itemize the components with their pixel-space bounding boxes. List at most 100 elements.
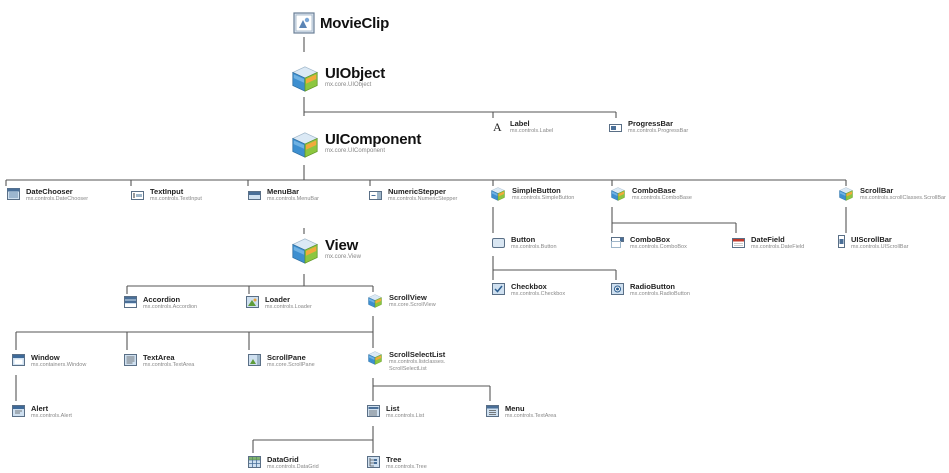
cube-icon — [838, 186, 854, 207]
class-name: Window — [31, 353, 60, 362]
progressbar-icon — [609, 119, 622, 137]
scrollpane-icon — [248, 353, 261, 371]
datefield-icon — [732, 235, 745, 253]
class-name: Button — [511, 235, 536, 244]
class-package: mx.controls.Alert — [31, 413, 72, 419]
class-name: Menu — [505, 404, 525, 413]
class-name: Label — [510, 119, 530, 128]
movieclip-icon — [293, 12, 315, 39]
class-package: mx.core.UIObject — [325, 82, 372, 88]
class-package: mx.controls.UIScrollBar — [851, 244, 909, 250]
textarea-icon — [124, 353, 137, 371]
cube-icon — [610, 186, 626, 207]
cube-icon — [290, 130, 320, 165]
class-name: UIScrollBar — [851, 235, 892, 244]
class-package: mx.controls.TextArea — [143, 362, 195, 368]
class-name: UIComponent — [325, 131, 422, 148]
class-name: Alert — [31, 404, 49, 413]
button-icon — [492, 235, 505, 253]
window-icon — [12, 353, 25, 371]
class-package: mx.controls.TextInput — [150, 196, 202, 202]
class-package: mx.controls.Loader — [265, 304, 312, 310]
class-name: MovieClip — [320, 15, 390, 32]
class-package: mx.controls.scrollClasses.ScrollBar — [860, 195, 946, 201]
class-package: mx.controls.DateChooser — [26, 196, 89, 202]
class-package: mx.controls.Accordion — [143, 304, 198, 310]
stepper-icon — [369, 187, 382, 205]
class-package: mx.controls.Label — [510, 128, 554, 134]
class-name: SimpleButton — [512, 186, 561, 195]
class-name: ComboBase — [632, 186, 676, 195]
checkbox-icon — [492, 282, 505, 300]
class-name: View — [325, 237, 359, 254]
cube-icon — [367, 350, 383, 371]
class-name: MenuBar — [267, 187, 300, 196]
class-package: mx.containers.Window — [31, 362, 87, 368]
class-package: mx.controls.TextArea — [505, 413, 557, 419]
class-name: ComboBox — [630, 235, 670, 244]
class-package: mx.controls.DateField — [751, 244, 805, 250]
class-package: mx.controls.Button — [511, 244, 557, 250]
class-name: DateChooser — [26, 187, 73, 196]
class-name: ScrollSelectList — [389, 350, 446, 359]
class-name: Accordion — [143, 295, 181, 304]
class-package: mx.controls.ComboBox — [630, 244, 687, 250]
textinput-icon — [131, 187, 144, 205]
menubar-icon — [248, 187, 261, 205]
class-name: ProgressBar — [628, 119, 674, 128]
class-package: mx.controls.ProgressBar — [628, 128, 689, 134]
uiscrollbar-icon — [838, 235, 845, 253]
list-icon — [367, 404, 380, 422]
class-name: Tree — [386, 455, 402, 464]
class-name: ScrollView — [389, 293, 427, 302]
class-package: ScrollSelectList — [389, 365, 427, 372]
letter-a-icon: A — [492, 119, 504, 137]
cube-icon — [290, 64, 320, 99]
class-name: List — [386, 404, 400, 413]
class-node-movieclip: MovieClip — [293, 12, 389, 39]
class-name: DataGrid — [267, 455, 299, 464]
class-package: mx.core.View — [325, 254, 361, 260]
class-name: TextArea — [143, 353, 175, 362]
class-name: UIObject — [325, 65, 386, 82]
class-package: mx.core.ScrollPane — [267, 362, 315, 368]
combobox-icon — [611, 235, 624, 253]
calendar-icon — [7, 187, 20, 205]
class-package: mx.controls.MenuBar — [267, 196, 319, 202]
alert-icon — [12, 404, 25, 422]
class-package: mx.controls.SimpleButton — [512, 195, 575, 201]
menu-icon — [486, 404, 499, 422]
class-name: Loader — [265, 295, 291, 304]
cube-icon — [367, 293, 383, 314]
class-package: mx.core.ScrollView — [389, 302, 436, 308]
class-package: mx.controls.DataGrid — [267, 464, 319, 470]
class-package: mx.controls.Tree — [386, 464, 427, 470]
datagrid-icon — [248, 455, 261, 473]
cube-icon — [490, 186, 506, 207]
class-name: ScrollPane — [267, 353, 306, 362]
class-package: mx.controls.RadioButton — [630, 291, 690, 297]
